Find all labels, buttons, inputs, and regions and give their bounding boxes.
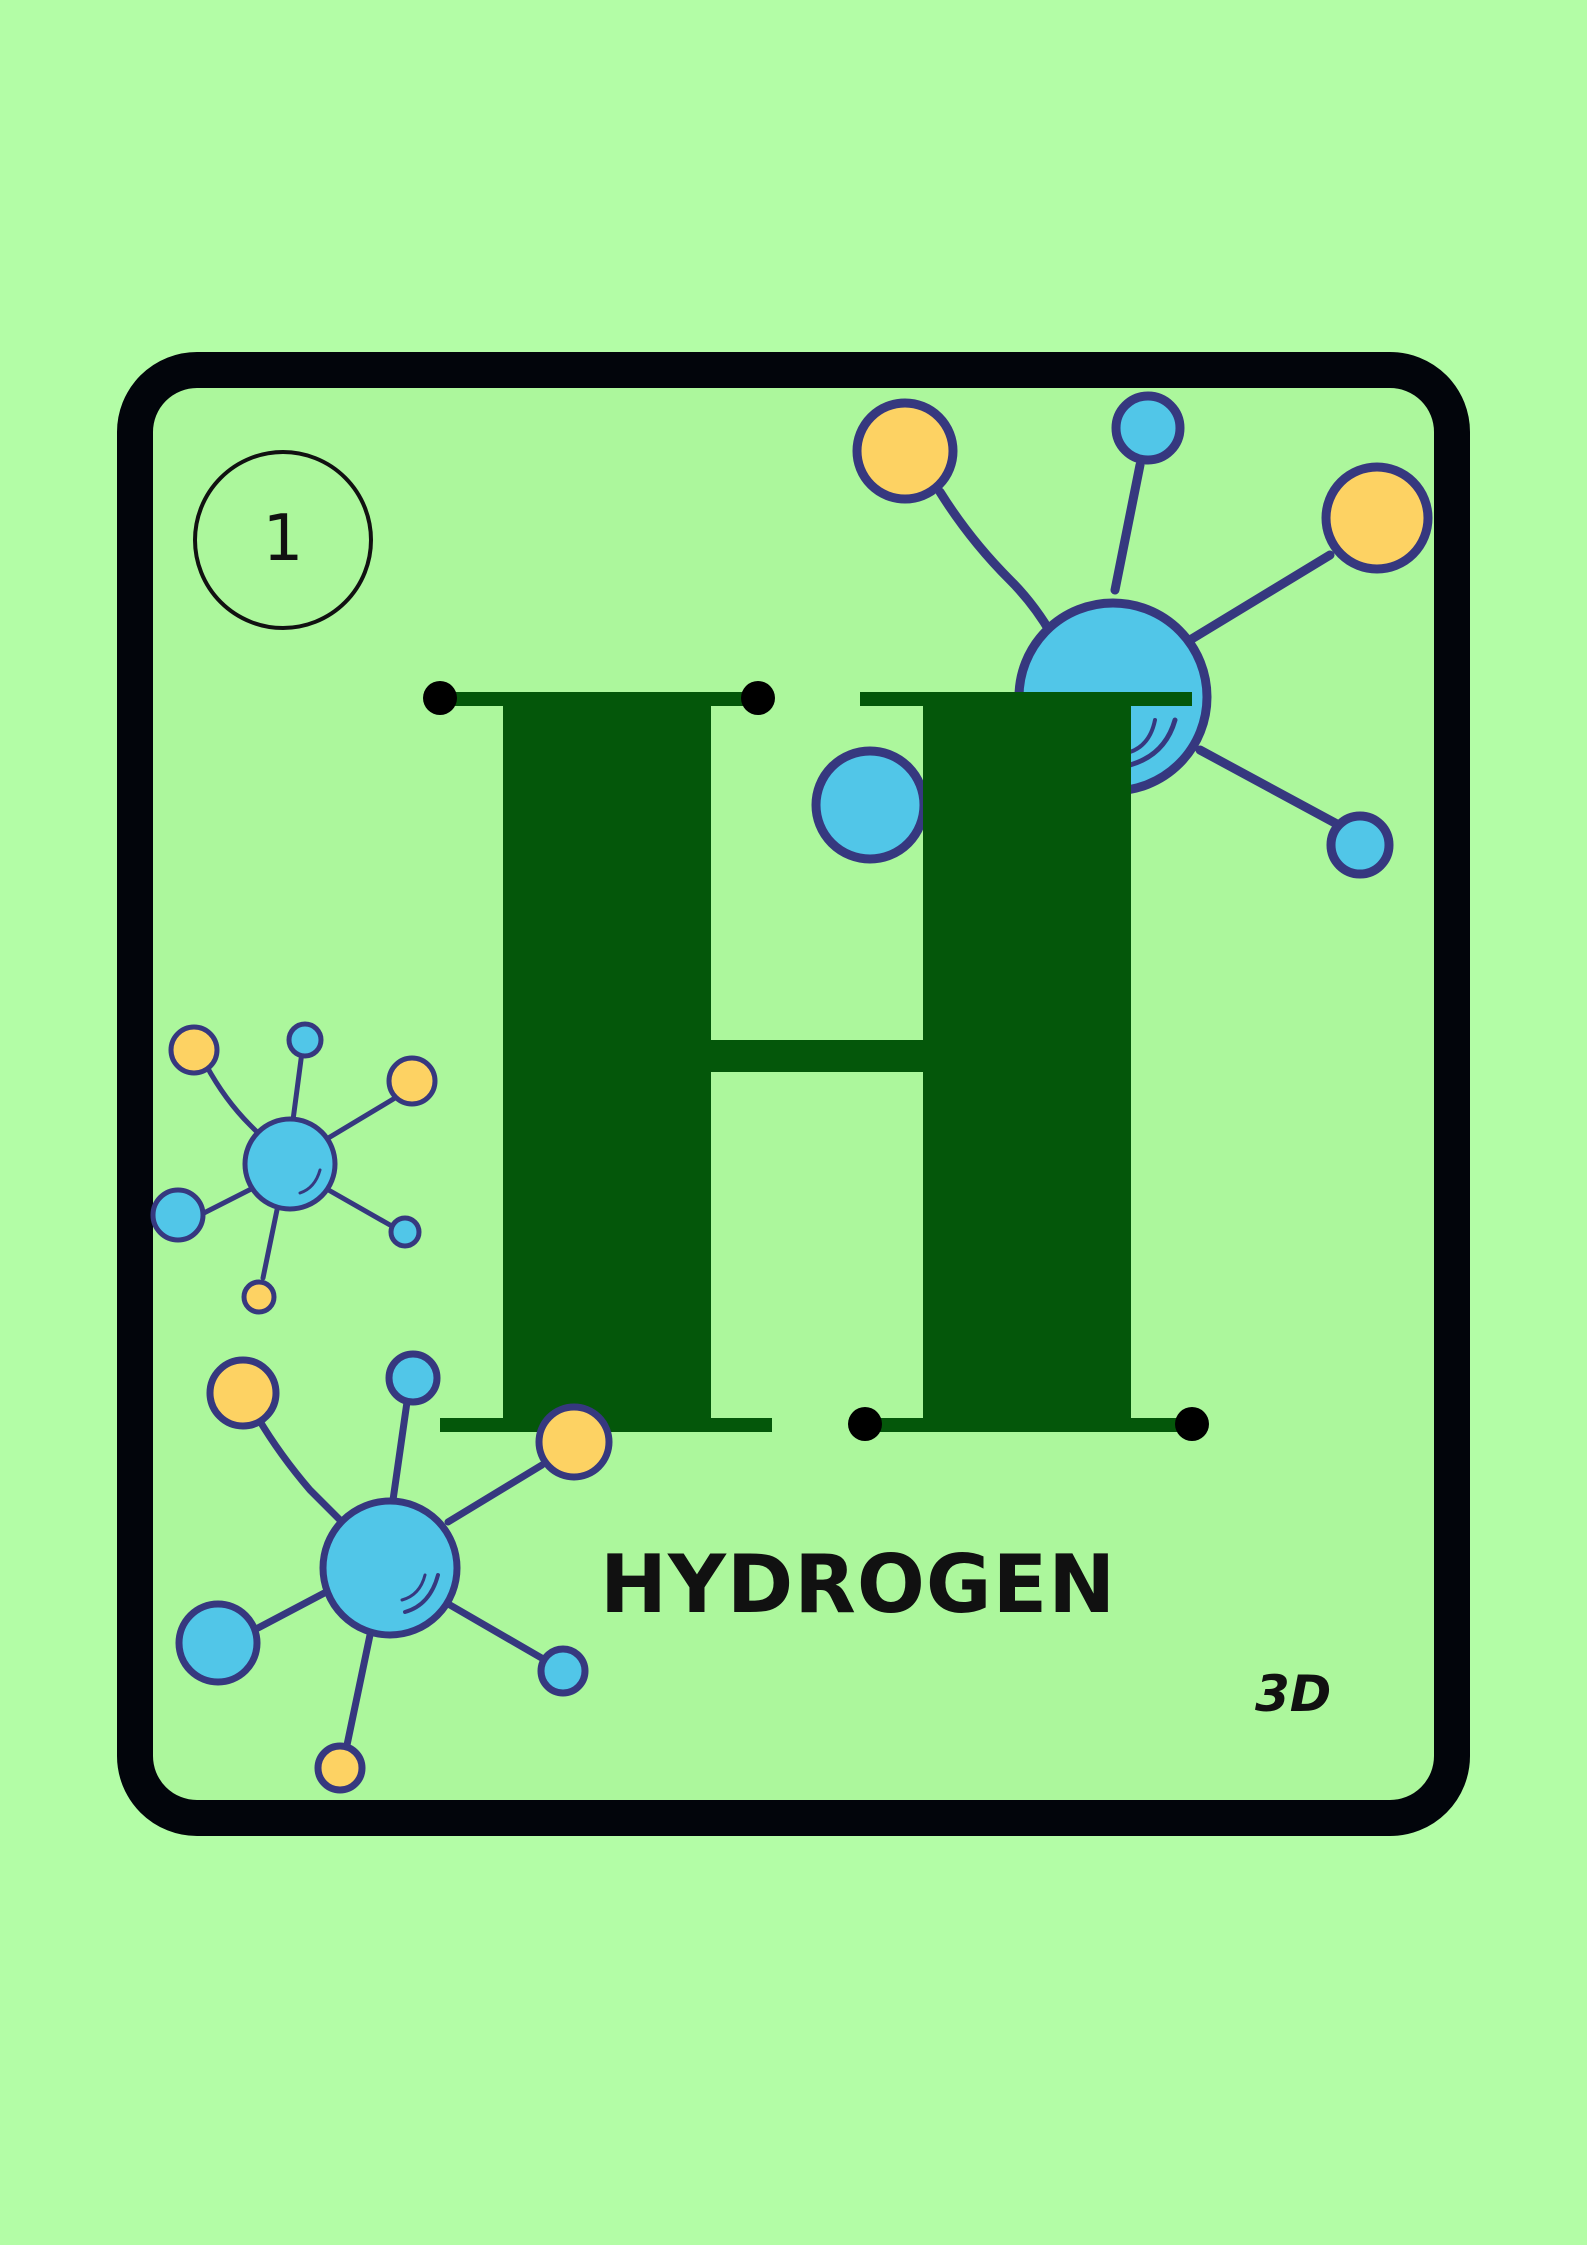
corner-tag: 3D [1255, 1665, 1332, 1723]
molecule-bottom-left-icon [175, 1350, 613, 1794]
element-name: HYDROGEN [600, 1538, 1117, 1631]
molecule-left-small-icon [150, 1021, 438, 1315]
symbol-serif-dots [423, 681, 1209, 1441]
atomic-number-circle [193, 450, 373, 630]
atomic-number: 1 [262, 502, 304, 576]
element-symbol-glyph [440, 692, 1192, 1432]
